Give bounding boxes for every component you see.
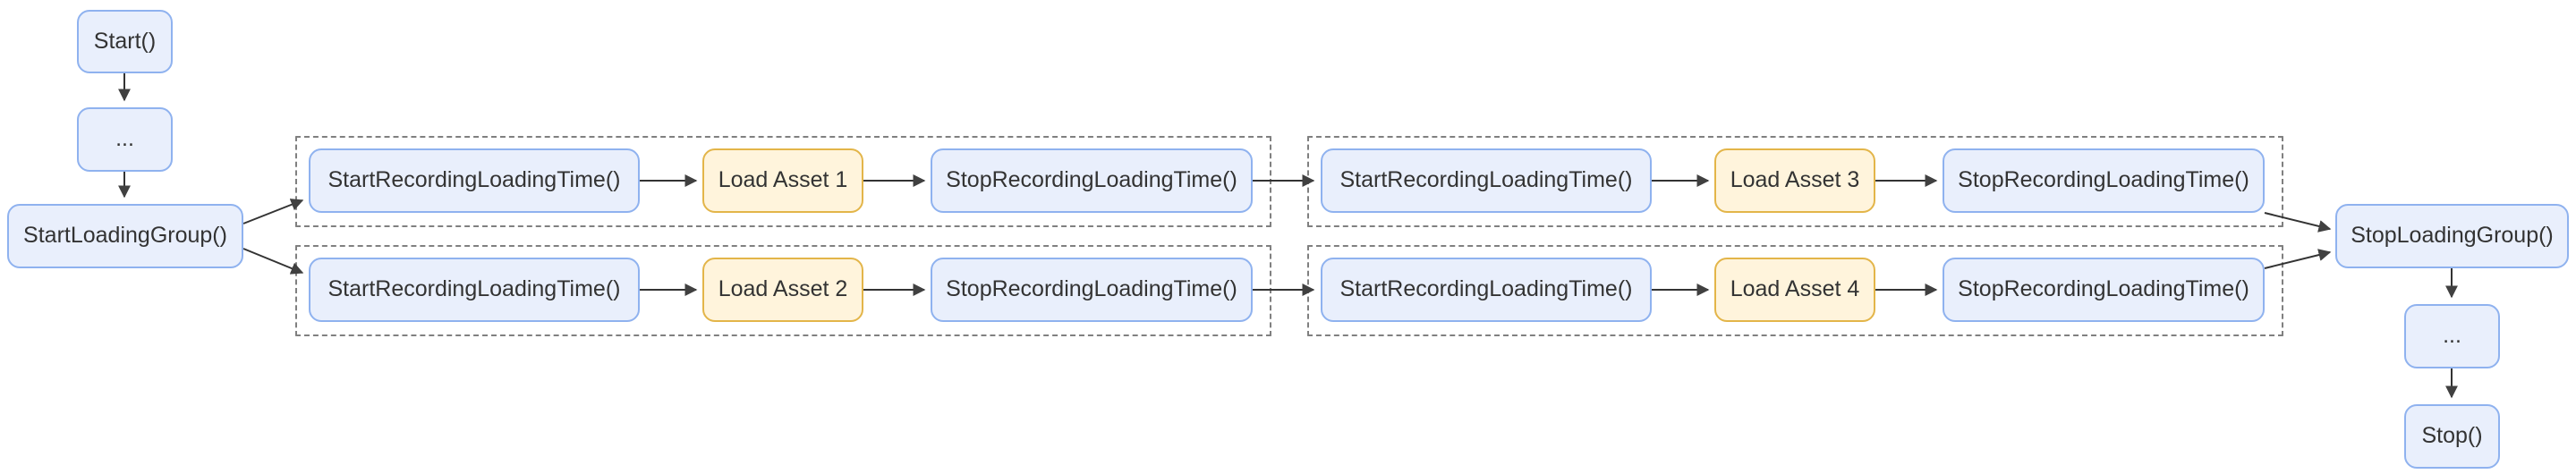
node-g2r2-start-recording-label: StartRecordingLoadingTime() — [1339, 276, 1633, 302]
edge-startgroup-to-g1r1 — [242, 199, 304, 224]
node-ellipsis-start-label: ... — [115, 126, 134, 152]
node-ellipsis-start[interactable]: ... — [77, 107, 173, 172]
node-g2r1-start-recording-label: StartRecordingLoadingTime() — [1339, 167, 1633, 193]
node-g1r2-load-asset[interactable]: Load Asset 2 — [702, 258, 863, 322]
group-1-row-2-container — [295, 245, 1271, 336]
node-stop-loading-group-label: StopLoadingGroup() — [2351, 223, 2554, 249]
group-1-row-1-container — [295, 136, 1271, 227]
node-g1r2-start-recording-label: StartRecordingLoadingTime() — [327, 276, 621, 302]
node-g2r2-start-recording[interactable]: StartRecordingLoadingTime() — [1321, 258, 1652, 322]
node-g2r1-stop-recording-label: StopRecordingLoadingTime() — [1958, 167, 2249, 193]
node-g2r1-start-recording[interactable]: StartRecordingLoadingTime() — [1321, 148, 1652, 213]
node-g1r2-load-asset-label: Load Asset 2 — [718, 276, 848, 302]
node-g1r1-start-recording[interactable]: StartRecordingLoadingTime() — [309, 148, 640, 213]
node-ellipsis-end[interactable]: ... — [2404, 304, 2500, 368]
node-g1r2-stop-recording-label: StopRecordingLoadingTime() — [946, 276, 1237, 302]
node-g2r2-load-asset-label: Load Asset 4 — [1730, 276, 1860, 302]
node-g1r1-start-recording-label: StartRecordingLoadingTime() — [327, 167, 621, 193]
node-stop-label: Stop() — [2421, 423, 2483, 449]
node-g2r2-load-asset[interactable]: Load Asset 4 — [1714, 258, 1875, 322]
node-g1r1-stop-recording[interactable]: StopRecordingLoadingTime() — [931, 148, 1253, 213]
node-start-loading-group[interactable]: StartLoadingGroup() — [7, 204, 243, 268]
node-g1r1-stop-recording-label: StopRecordingLoadingTime() — [946, 167, 1237, 193]
node-g2r2-stop-recording-label: StopRecordingLoadingTime() — [1958, 276, 2249, 302]
node-g2r1-load-asset[interactable]: Load Asset 3 — [1714, 148, 1875, 213]
node-start-label: Start() — [93, 28, 157, 54]
node-start[interactable]: Start() — [77, 10, 173, 73]
node-g1r1-load-asset-label: Load Asset 1 — [718, 167, 848, 193]
node-start-loading-group-label: StartLoadingGroup() — [23, 223, 227, 249]
node-g2r1-stop-recording[interactable]: StopRecordingLoadingTime() — [1943, 148, 2265, 213]
node-g2r1-load-asset-label: Load Asset 3 — [1730, 167, 1860, 193]
node-g1r1-load-asset[interactable]: Load Asset 1 — [702, 148, 863, 213]
node-g1r2-start-recording[interactable]: StartRecordingLoadingTime() — [309, 258, 640, 322]
node-g2r2-stop-recording[interactable]: StopRecordingLoadingTime() — [1943, 258, 2265, 322]
node-stop-loading-group[interactable]: StopLoadingGroup() — [2335, 204, 2569, 268]
node-g1r2-stop-recording[interactable]: StopRecordingLoadingTime() — [931, 258, 1253, 322]
node-stop[interactable]: Stop() — [2404, 404, 2500, 469]
node-ellipsis-end-label: ... — [2443, 323, 2461, 349]
edge-startgroup-to-g1r2 — [242, 248, 304, 275]
